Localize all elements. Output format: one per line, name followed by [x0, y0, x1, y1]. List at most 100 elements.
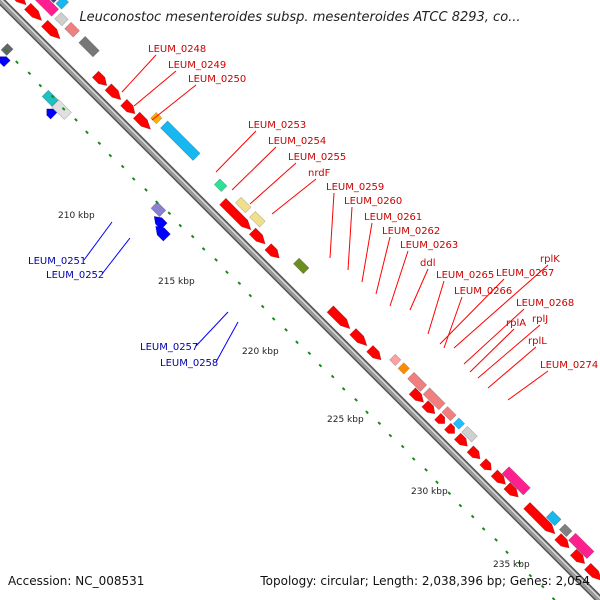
scale-tick	[271, 317, 276, 321]
leader-forward-0	[121, 54, 157, 93]
topology-summary: Topology: circular; Length: 2,038,396 bp…	[260, 574, 590, 588]
cds-forward-12	[366, 344, 382, 361]
cds-forward-25	[583, 562, 600, 581]
cds-forward-9	[264, 243, 280, 259]
leader-forward-14	[439, 278, 505, 345]
feature-label-forward-20: rplL	[528, 336, 547, 347]
leader-forward-2	[151, 84, 197, 121]
feature-label-forward-17: LEUM_0268	[516, 298, 574, 309]
feature-label-forward-14: LEUM_0267	[496, 268, 554, 279]
feature-label-forward-3: LEUM_0253	[248, 120, 306, 131]
scale-tick	[85, 130, 89, 135]
leader-forward-20	[487, 346, 537, 389]
scale-tick	[38, 83, 43, 88]
scale-tick	[178, 223, 183, 228]
scale-tick	[377, 421, 382, 426]
cds-feature-17	[501, 466, 531, 496]
scale-label-2: 220 kbp	[242, 347, 279, 357]
leader-forward-6	[271, 178, 317, 215]
cds-feature-1	[54, 11, 69, 27]
leader-forward-7	[329, 192, 335, 259]
scale-label-5: 235 kbp	[493, 560, 530, 570]
feature-label-forward-15: rplK	[540, 254, 560, 265]
cds-forward-14	[421, 400, 436, 415]
cds-forward-3	[91, 70, 108, 86]
cds-feature-5	[160, 120, 201, 161]
cds-forward-23	[554, 533, 570, 549]
cds-reverse-5	[155, 225, 171, 242]
scale-tick	[225, 270, 229, 275]
cds-feature-8	[249, 210, 266, 228]
feature-label-forward-18: rplA	[506, 318, 526, 329]
cds-reverse-0	[51, 99, 72, 120]
scale-tick	[131, 177, 136, 181]
scale-tick	[330, 374, 335, 379]
feature-label-forward-11: LEUM_0263	[400, 240, 458, 251]
scale-tick	[61, 107, 66, 111]
cds-feature-2	[64, 21, 80, 38]
leader-forward-19	[477, 324, 541, 379]
feature-label-forward-12: ddl	[420, 258, 435, 269]
leader-forward-8	[347, 206, 353, 271]
scale-tick	[27, 71, 32, 76]
cds-forward-24	[569, 548, 586, 564]
cds-feature-18	[545, 510, 562, 527]
accession-text: Accession: NC_008531	[8, 574, 145, 588]
feature-label-forward-19: rplJ	[532, 314, 548, 325]
feature-label-forward-8: LEUM_0260	[344, 196, 402, 207]
feature-label-forward-4: LEUM_0254	[268, 136, 326, 147]
leader-forward-17	[463, 308, 525, 365]
scale-tick	[341, 387, 346, 391]
cds-forward-5	[120, 98, 136, 115]
cds-forward-13	[408, 387, 425, 403]
scale-tick	[15, 60, 19, 65]
feature-label-forward-16: LEUM_0266	[454, 286, 512, 297]
scale-tick	[318, 363, 323, 368]
feature-label-forward-13: LEUM_0265	[436, 270, 494, 281]
cds-forward-11	[349, 328, 368, 347]
scale-tick	[494, 537, 498, 542]
cds-feature-12	[407, 371, 428, 392]
scale-tick	[144, 188, 148, 192]
cds-feature-4	[150, 111, 163, 125]
cds-reverse-7	[0, 56, 11, 68]
cds-feature-6	[213, 178, 228, 193]
cds-forward-18	[466, 445, 481, 460]
cds-forward-2	[40, 19, 61, 40]
scale-tick	[97, 141, 102, 146]
cds-forward-7	[219, 197, 252, 231]
feature-label-reverse-1: LEUM_0252	[46, 270, 104, 281]
scale-tick	[4, 48, 8, 52]
leader-forward-12	[409, 268, 429, 311]
scale-tick	[447, 491, 452, 496]
cds-feature-19	[558, 523, 573, 538]
cds-feature-3	[78, 35, 100, 58]
scale-tick	[201, 247, 206, 251]
scale-tick	[458, 503, 463, 508]
scale-tick	[400, 444, 405, 449]
scale-tick	[260, 304, 265, 309]
scale-tick	[411, 457, 416, 461]
leader-reverse-3	[215, 321, 239, 363]
scale-tick	[214, 257, 218, 262]
cds-forward-16	[443, 422, 456, 434]
scale-label-0: 210 kbp	[58, 211, 95, 221]
scale-tick	[307, 351, 312, 356]
scale-label-1: 215 kbp	[158, 277, 195, 287]
scale-tick	[190, 234, 195, 239]
cds-reverse-2	[46, 108, 58, 120]
cds-forward-1	[23, 2, 43, 21]
map-title: Leuconostoc mesenteroides subsp. mesente…	[79, 10, 521, 25]
leader-forward-4	[231, 146, 277, 191]
cds-forward-21	[503, 482, 519, 498]
cds-forward-4	[104, 83, 122, 101]
cds-feature-13	[422, 387, 446, 411]
label-leaders	[83, 54, 549, 401]
scale-tick	[481, 527, 486, 531]
scale-tick	[108, 153, 113, 158]
feature-label-reverse-3: LEUM_0258	[160, 358, 218, 369]
cds-feature-10	[389, 353, 402, 367]
